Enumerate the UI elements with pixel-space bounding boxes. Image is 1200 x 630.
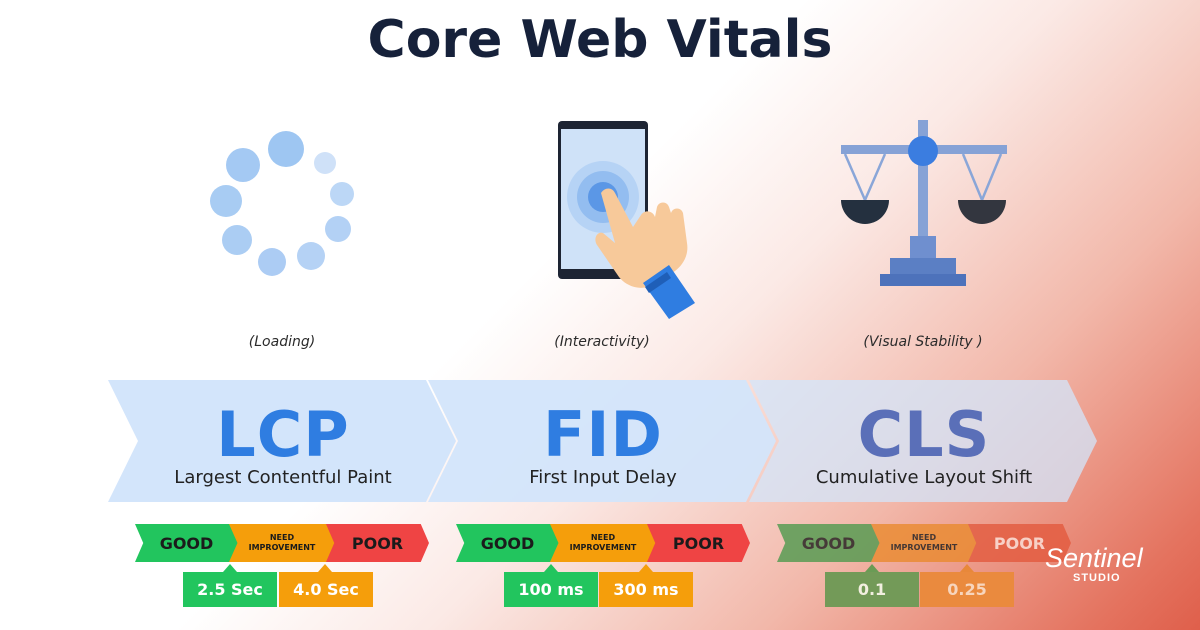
banner-chevron-shape bbox=[108, 380, 456, 502]
page-title: Core Web Vitals bbox=[367, 10, 833, 70]
threshold-good: 2.5 Sec bbox=[183, 572, 277, 607]
caption-visual-stability: (Visual Stability ) bbox=[863, 334, 983, 350]
scale-poor: POOR bbox=[326, 524, 429, 562]
metric-banner-fid: FID First Input Delay bbox=[428, 380, 778, 502]
banner-chevron-shape bbox=[749, 380, 1097, 502]
metric-abbr: FID bbox=[543, 398, 663, 471]
metric-banner-cls: CLS Cumulative Layout Shift bbox=[749, 380, 1099, 502]
caption-interactivity: (Interactivity) bbox=[554, 334, 650, 350]
scale-poor: POOR bbox=[647, 524, 750, 562]
threshold-marker bbox=[544, 564, 558, 572]
threshold-poor: 4.0 Sec bbox=[279, 572, 373, 607]
tap-phone-icon bbox=[558, 121, 695, 319]
threshold-marker bbox=[318, 564, 332, 572]
caption-loading: (Loading) bbox=[248, 334, 316, 350]
threshold-marker bbox=[639, 564, 653, 572]
rating-scale-cls: GOOD NEED IMPROVEMENT POOR bbox=[777, 524, 1077, 562]
threshold-poor: 300 ms bbox=[599, 572, 693, 607]
rating-scale-fid: GOOD NEED IMPROVEMENT POOR bbox=[456, 524, 756, 562]
scale-good: GOOD bbox=[135, 524, 238, 562]
scale-need-improvement: NEED IMPROVEMENT bbox=[550, 524, 656, 562]
metric-full-name: First Input Delay bbox=[529, 467, 677, 488]
loading-spinner-icon bbox=[210, 131, 354, 276]
metric-full-name: Cumulative Layout Shift bbox=[815, 467, 1033, 488]
scale-poor: POOR bbox=[968, 524, 1071, 562]
threshold-good: 100 ms bbox=[504, 572, 598, 607]
brand-sub: STUDIO bbox=[1073, 572, 1121, 584]
rating-scale-lcp: GOOD NEED IMPROVEMENT POOR bbox=[135, 524, 435, 562]
scale-good: GOOD bbox=[777, 524, 880, 562]
threshold-good: 0.1 bbox=[825, 572, 919, 607]
threshold-marker bbox=[223, 564, 237, 572]
brand-logo: Sentinel STUDIO bbox=[1045, 544, 1165, 584]
metric-abbr: CLS bbox=[857, 398, 991, 471]
threshold-poor: 0.25 bbox=[920, 572, 1014, 607]
scale-need-improvement: NEED IMPROVEMENT bbox=[229, 524, 335, 562]
threshold-marker bbox=[960, 564, 974, 572]
brand-name: Sentinel bbox=[1045, 543, 1143, 573]
metric-abbr: LCP bbox=[216, 398, 350, 471]
banner-chevron-shape bbox=[428, 380, 776, 502]
metric-full-name: Largest Contentful Paint bbox=[174, 467, 392, 488]
balance-scale-icon bbox=[841, 120, 1007, 286]
scale-need-improvement: NEED IMPROVEMENT bbox=[871, 524, 977, 562]
threshold-marker bbox=[865, 564, 879, 572]
scale-good: GOOD bbox=[456, 524, 559, 562]
metric-banner-lcp: LCP Largest Contentful Paint bbox=[108, 380, 458, 502]
